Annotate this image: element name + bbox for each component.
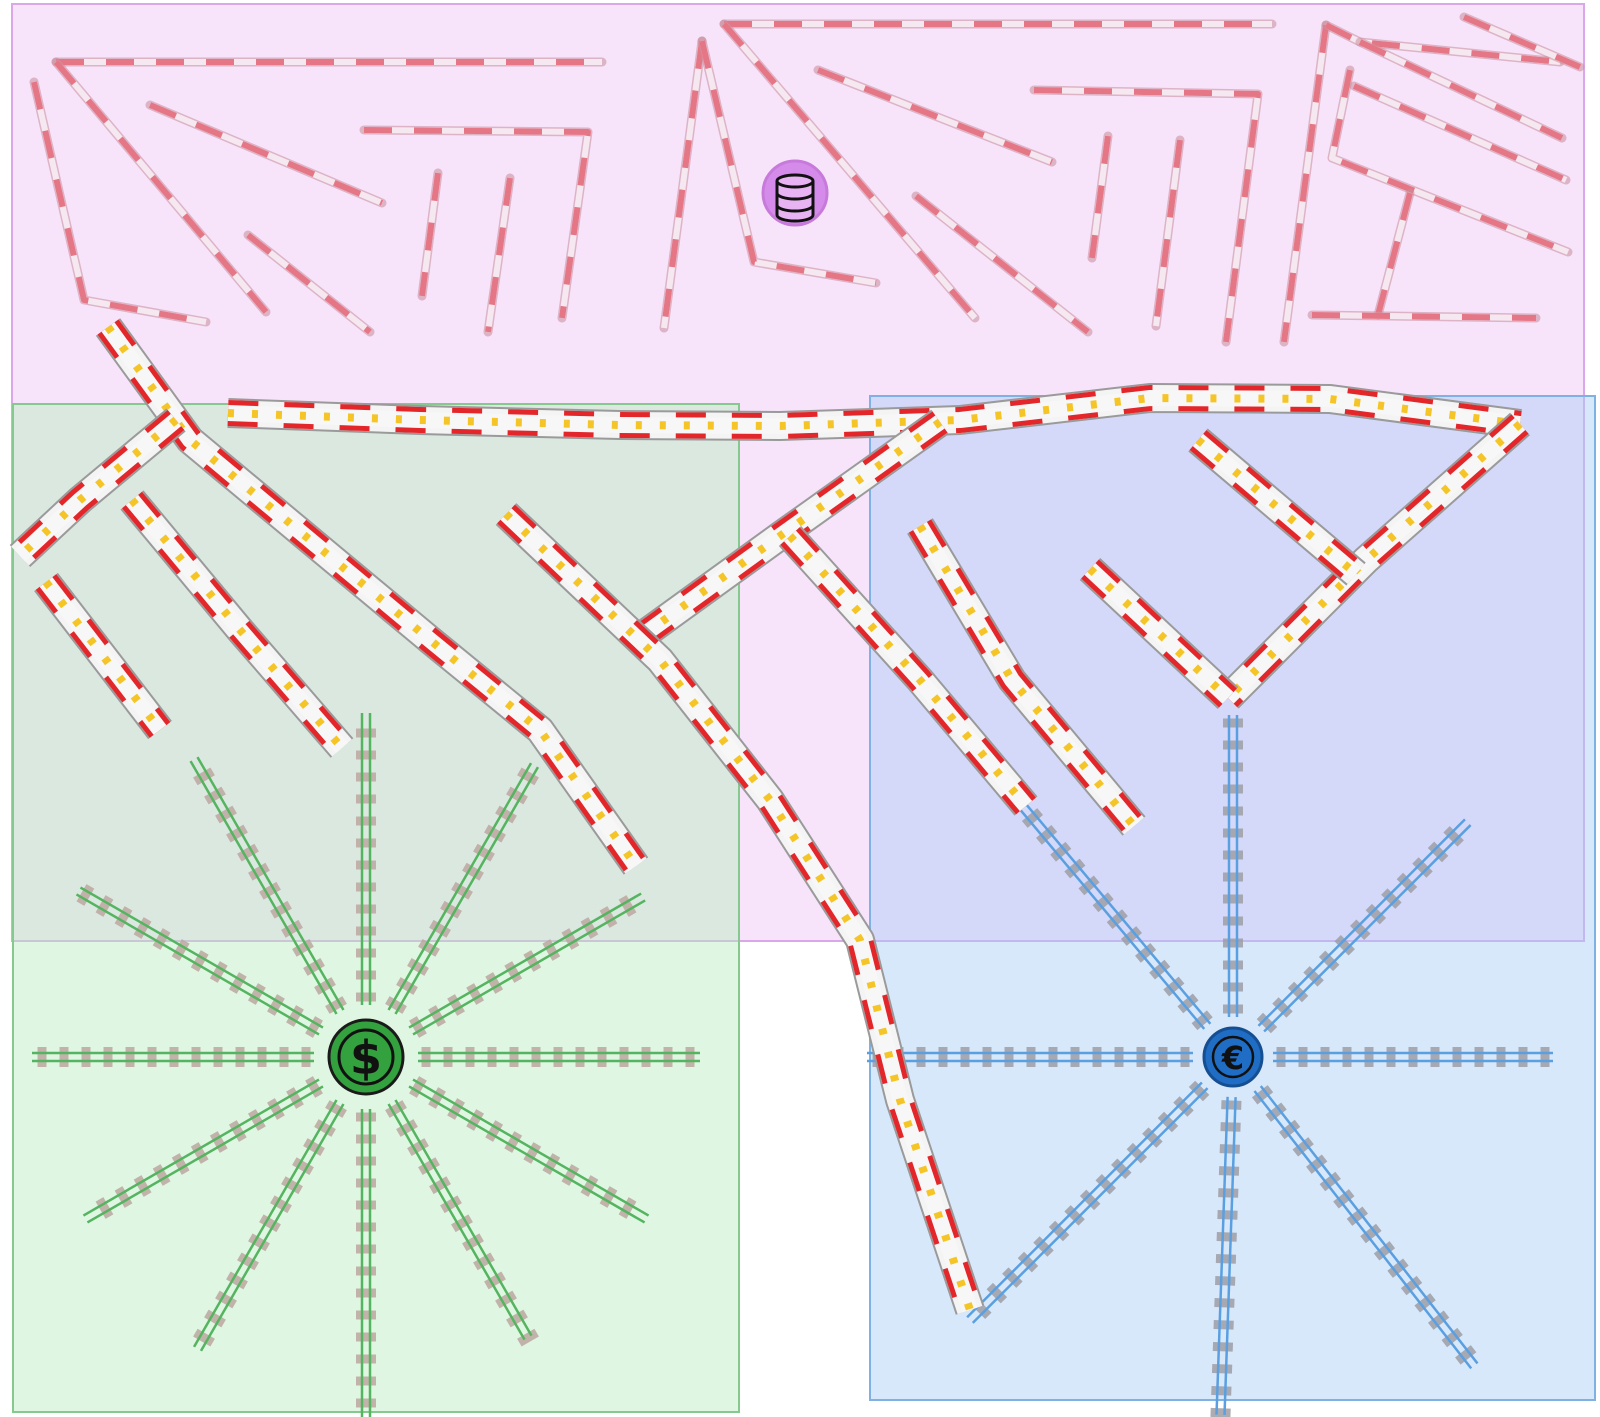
blue-rail-track[interactable] xyxy=(1210,1096,1242,1417)
pipe-segment[interactable] xyxy=(697,36,881,288)
pipe-segment[interactable] xyxy=(1279,20,1331,347)
power-line[interactable] xyxy=(1079,558,1239,709)
blue-rail-track[interactable] xyxy=(1016,800,1213,1031)
dollar-hub-icon[interactable]: $ xyxy=(327,1018,405,1096)
green-rail-track[interactable] xyxy=(356,713,376,1005)
dollar-glyph: $ xyxy=(350,1031,382,1085)
pipe-segment[interactable] xyxy=(659,36,707,333)
power-line[interactable] xyxy=(227,383,1522,441)
pipe-segment[interactable] xyxy=(51,57,271,317)
pipe-segment[interactable] xyxy=(243,230,375,337)
power-line[interactable] xyxy=(120,490,354,758)
pipe-segment[interactable] xyxy=(145,100,387,208)
power-line[interactable] xyxy=(9,408,186,567)
blue-rail-track[interactable] xyxy=(966,1080,1210,1324)
green-rail-track[interactable] xyxy=(418,1047,700,1067)
pipe-segment[interactable] xyxy=(1355,37,1567,143)
power-line[interactable] xyxy=(1217,412,1530,709)
green-rail-track[interactable] xyxy=(385,1099,539,1347)
pipe-segment[interactable] xyxy=(359,125,593,323)
blue-rail-track[interactable] xyxy=(1223,715,1243,1017)
blue-rail-track[interactable] xyxy=(1273,1047,1553,1067)
power-line[interactable] xyxy=(778,525,1038,816)
blue-rail-track[interactable] xyxy=(1256,818,1472,1034)
green-rail-track[interactable] xyxy=(82,1076,324,1224)
green-rail-track[interactable] xyxy=(75,884,324,1038)
pipe-segment[interactable] xyxy=(29,77,211,327)
power-line[interactable] xyxy=(633,409,949,649)
green-rail-track[interactable] xyxy=(32,1047,314,1067)
pipe-segment[interactable] xyxy=(1349,81,1571,185)
rails-layer xyxy=(32,713,1553,1417)
blue-rail-track[interactable] xyxy=(1251,1085,1479,1370)
pipe-segment[interactable] xyxy=(483,173,515,337)
pipe-segment[interactable] xyxy=(1029,85,1263,347)
pipe-segment[interactable] xyxy=(1373,188,1415,320)
pipe-segment[interactable] xyxy=(1151,135,1185,331)
green-rail-track[interactable] xyxy=(408,1076,650,1224)
pipe-segment[interactable] xyxy=(911,191,1093,337)
pipe-segment[interactable] xyxy=(1307,310,1541,323)
green-rail-track[interactable] xyxy=(356,1109,376,1417)
pipe-segment[interactable] xyxy=(719,19,980,323)
pipe-segment[interactable] xyxy=(813,65,1057,167)
green-rail-track[interactable] xyxy=(385,762,540,1015)
euro-hub-icon[interactable]: € xyxy=(1202,1026,1264,1088)
power-line[interactable] xyxy=(907,518,1146,836)
pipes-layer xyxy=(29,12,1585,347)
database-hub-icon[interactable] xyxy=(761,159,829,227)
power-line[interactable] xyxy=(1188,428,1366,586)
blue-rail-track[interactable] xyxy=(867,1047,1193,1067)
green-rail-track[interactable] xyxy=(189,756,347,1015)
pipe-segment[interactable] xyxy=(1459,12,1585,72)
green-rail-track[interactable] xyxy=(192,1099,347,1352)
power-lines-layer xyxy=(9,318,1530,1315)
pipe-segment[interactable] xyxy=(1327,65,1573,257)
power-line[interactable] xyxy=(495,503,985,1315)
pipe-segment[interactable] xyxy=(417,168,443,301)
green-rail-track[interactable] xyxy=(408,892,646,1038)
power-line[interactable] xyxy=(34,572,172,740)
pipe-segment[interactable] xyxy=(1087,131,1113,263)
euro-glyph: € xyxy=(1221,1039,1244,1077)
